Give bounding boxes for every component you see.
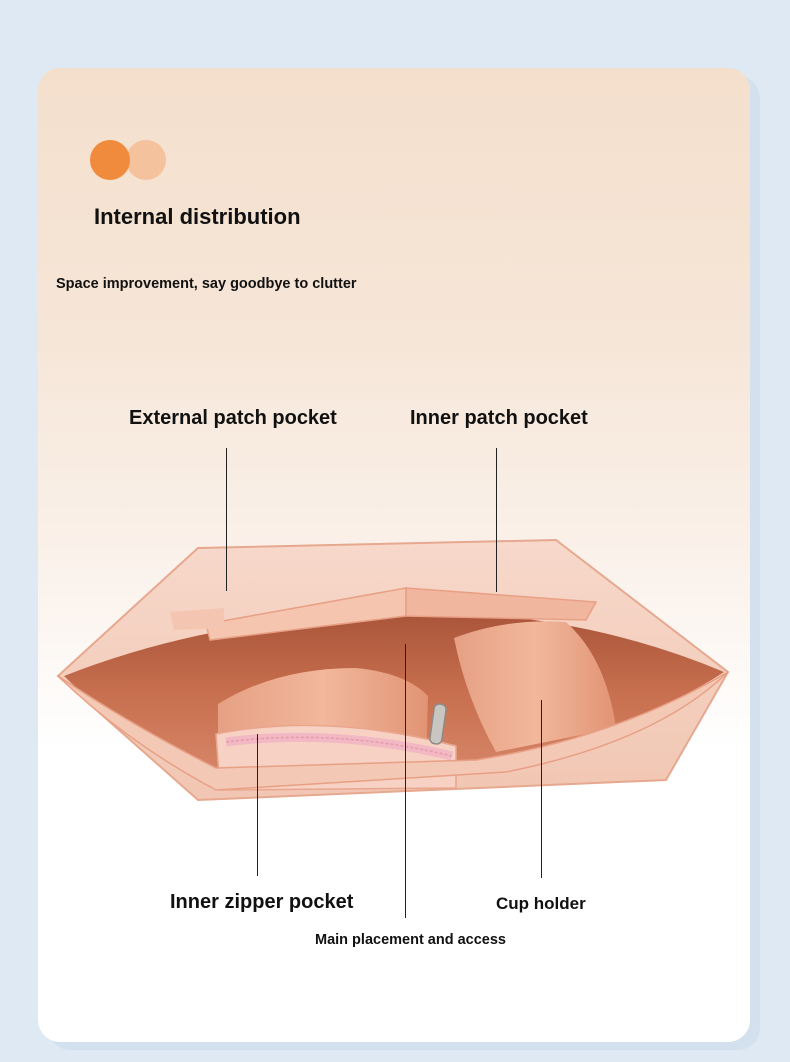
- content-card: Internal distribution Space improvement,…: [38, 68, 750, 1042]
- accent-dot-icon: [90, 140, 130, 180]
- pointer-line-external: [226, 448, 227, 591]
- label-inner-zipper-pocket: Inner zipper pocket: [170, 891, 354, 913]
- section-subtitle: Space improvement, say goodbye to clutte…: [56, 276, 357, 292]
- bag-organizer-image: [56, 538, 730, 802]
- pointer-line-cup: [541, 700, 542, 878]
- pointer-line-inner: [496, 448, 497, 592]
- label-cup-holder: Cup holder: [496, 894, 586, 913]
- pointer-line-zipper: [257, 734, 258, 876]
- section-title: Internal distribution: [94, 204, 301, 229]
- accent-dot-light-icon: [126, 140, 166, 180]
- label-external-patch-pocket: External patch pocket: [129, 407, 337, 429]
- pointer-line-main: [405, 644, 406, 918]
- label-main-placement: Main placement and access: [315, 932, 506, 948]
- label-inner-patch-pocket: Inner patch pocket: [410, 407, 588, 429]
